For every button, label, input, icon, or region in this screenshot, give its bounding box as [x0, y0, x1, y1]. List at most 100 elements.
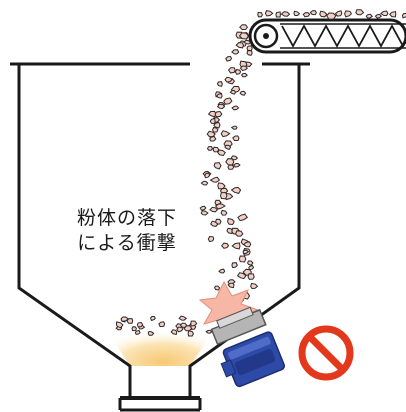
powder-particle: [227, 217, 235, 226]
powder-particle: [120, 316, 130, 322]
powder-particle: [210, 220, 219, 227]
powder-particle: [205, 329, 213, 334]
powder-particle: [227, 67, 236, 74]
powder-particle: [214, 285, 221, 291]
powder-particle: [217, 149, 226, 157]
powder-particle: [239, 24, 249, 31]
powder-particle: [231, 105, 240, 111]
powder-particle: [238, 32, 249, 40]
powder-particle: [231, 242, 241, 250]
powder-particle: [280, 11, 291, 17]
powder-particle: [212, 126, 219, 133]
powder-particle: [223, 97, 233, 105]
powder-particle: [170, 329, 178, 335]
powder-particle: [236, 272, 247, 280]
powder-particle: [247, 260, 254, 266]
caption-line-1: 粉体の落下: [76, 207, 177, 229]
powder-particle: [200, 210, 209, 216]
powder-particle: [246, 50, 253, 56]
powder-particle: [334, 10, 343, 17]
powder-particle: [401, 12, 406, 19]
powder-particle: [243, 241, 252, 248]
powder-particle: [213, 121, 221, 129]
caption-line-2: による衝撃: [77, 232, 177, 254]
level-sensor-icon: [210, 306, 285, 388]
powder-particle: [257, 11, 263, 18]
powder-particle: [200, 180, 209, 186]
powder-particle: [209, 206, 218, 213]
powder-particle: [209, 176, 221, 183]
powder-particle: [214, 110, 223, 118]
powder-particle: [319, 10, 328, 18]
powder-particle: [147, 330, 155, 336]
powder-particle: [230, 125, 238, 130]
powder-particle: [209, 135, 217, 142]
powder-particle: [221, 242, 230, 249]
powder-particle: [207, 235, 215, 243]
powder-particle: [214, 203, 226, 210]
powder-particle: [374, 13, 382, 19]
powder-particle: [247, 273, 255, 280]
powder-particle: [239, 90, 247, 96]
powder-particle: [176, 326, 184, 333]
powder-particle: [230, 186, 242, 194]
powder-particle: [216, 93, 223, 99]
powder-particle: [131, 326, 137, 332]
powder-particle: [239, 65, 249, 72]
powder-particle: [293, 10, 301, 16]
powder-particle: [243, 39, 252, 45]
conveyor-belt-pattern: [281, 24, 406, 48]
powder-particle: [224, 144, 232, 151]
powder-particle: [240, 72, 248, 78]
powder-particle: [213, 162, 222, 170]
powder-particle: [225, 158, 235, 166]
powder-particle: [309, 10, 317, 16]
powder-particle: [227, 282, 235, 289]
powder-particle: [220, 209, 228, 216]
powder-particle: [225, 55, 233, 62]
powder-particle: [199, 205, 207, 211]
powder-particle: [235, 230, 244, 237]
powder-particle: [232, 135, 240, 142]
powder-particle: [232, 162, 241, 168]
belt-conveyor-icon: [248, 18, 406, 54]
powder-particle: [134, 329, 141, 335]
powder-particle: [212, 146, 220, 153]
powder-particle: [231, 262, 238, 269]
powder-particle: [187, 330, 195, 337]
powder-particle: [158, 321, 166, 328]
powder-particle: [216, 81, 223, 87]
powder-particle: [206, 145, 214, 151]
powder-particle: [204, 172, 211, 179]
prohibition-icon: [298, 325, 354, 381]
powder-particle: [235, 42, 245, 49]
powder-particle: [275, 11, 281, 18]
powder-particle: [365, 13, 373, 19]
powder-particle: [190, 320, 198, 327]
powder-particle: [231, 49, 240, 55]
powder-particle: [217, 182, 226, 190]
powder-particle: [237, 213, 249, 222]
powder-particle: [216, 103, 226, 110]
powder-particle: [229, 89, 237, 95]
powder-particle: [220, 130, 231, 138]
powder-particle: [250, 282, 259, 290]
powder-particle: [302, 12, 311, 18]
powder-particle: [126, 318, 134, 324]
powder-particle: [209, 117, 216, 125]
powder-particle: [179, 322, 188, 328]
powder-particle: [242, 249, 250, 255]
powder-particle: [264, 10, 274, 17]
powder-particle: [234, 69, 242, 75]
powder-particle: [238, 255, 247, 263]
powder-particle: [224, 76, 233, 83]
powder-particle: [355, 9, 365, 16]
powder-particle: [226, 227, 234, 235]
powder-particle: [388, 11, 397, 18]
powder-particle: [326, 12, 337, 20]
powder-particle: [207, 110, 217, 118]
powder-particle: [178, 315, 188, 321]
powder-particle: [136, 321, 144, 328]
powder-particle: [219, 191, 228, 200]
